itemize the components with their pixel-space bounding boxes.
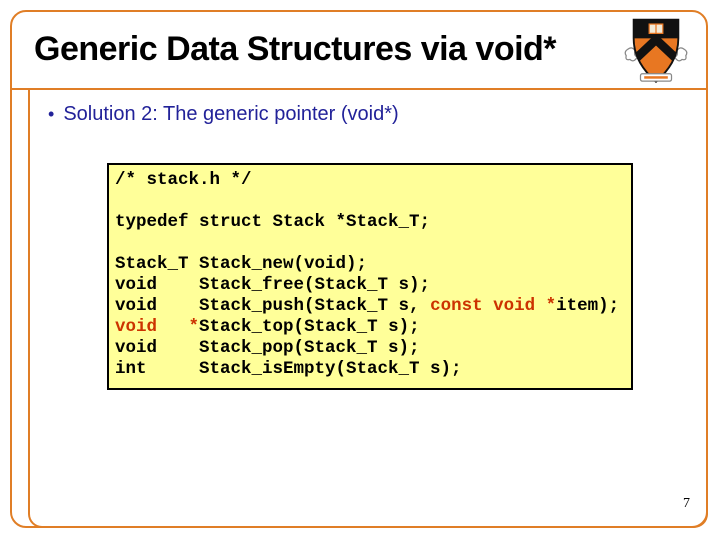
slide-title: Generic Data Structures via void*	[34, 29, 557, 68]
bullet-marker: •	[48, 104, 55, 124]
code-line: void *Stack_top(Stack_T s);	[115, 317, 420, 337]
code-line: Stack_T Stack_new(void);	[115, 254, 368, 274]
code-line: int Stack_isEmpty(Stack_T s);	[115, 359, 462, 379]
code-block: /* stack.h */ typedef struct Stack *Stac…	[107, 163, 633, 390]
code-line	[115, 191, 631, 212]
code-line: void Stack_free(Stack_T s);	[115, 275, 431, 295]
bullet-text: Solution 2: The generic pointer (void*)	[63, 103, 399, 125]
code-line: typedef struct Stack *Stack_T;	[115, 212, 431, 232]
princeton-crest-icon	[624, 18, 688, 84]
code-line: void Stack_pop(Stack_T s);	[115, 338, 420, 358]
code-line: void Stack_push(Stack_T s, const void *i…	[115, 296, 620, 316]
page-number: 7	[683, 496, 690, 511]
bullet-item: • Solution 2: The generic pointer (void*…	[48, 103, 399, 126]
code-line	[115, 233, 631, 254]
code-line: /* stack.h */	[115, 170, 252, 190]
content-area: • Solution 2: The generic pointer (void*…	[28, 90, 708, 528]
title-bar: Generic Data Structures via void*	[10, 10, 708, 90]
